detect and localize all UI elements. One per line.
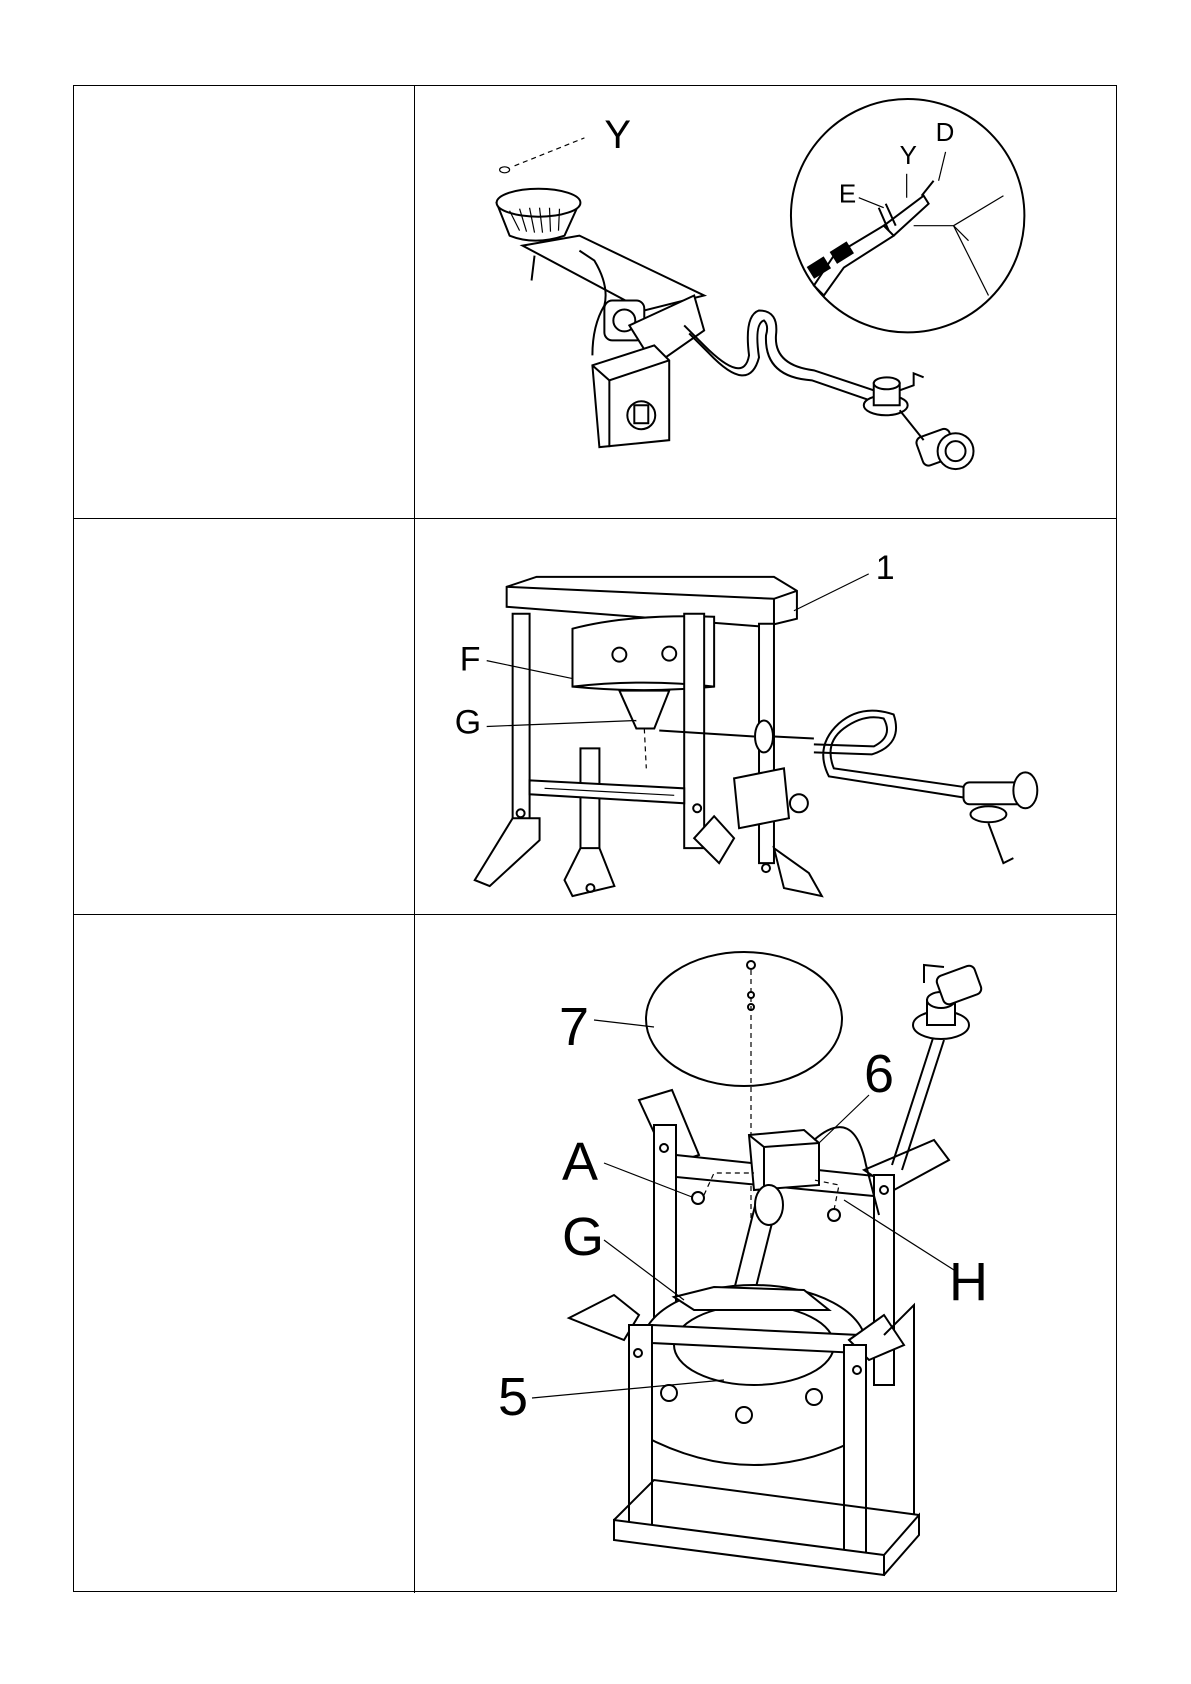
label-5: 5 — [498, 1367, 528, 1427]
assembly-table: Y — [73, 85, 1117, 1592]
label-g: G — [455, 703, 481, 741]
step-1-instructions-cell — [74, 86, 415, 518]
label-e: E — [839, 181, 856, 209]
step-1-illustration-cell: Y — [414, 86, 1116, 518]
label-y-detail: Y — [900, 142, 917, 170]
step-2-illustration-cell: 1 F G — [414, 519, 1116, 914]
step-3-instructions-cell — [74, 915, 415, 1593]
label-d: D — [936, 119, 955, 147]
step-2-instructions-cell — [74, 519, 415, 914]
label-a: A — [562, 1132, 598, 1192]
step-1-illustration: Y — [414, 86, 1116, 518]
step-row-2: 1 F G — [74, 519, 1116, 915]
label-g-step3: G — [562, 1207, 604, 1267]
step-3-illustration-cell: 7 6 A G H 5 — [414, 915, 1116, 1593]
label-f: F — [460, 641, 481, 679]
label-h: H — [949, 1252, 988, 1312]
step-3-illustration: 7 6 A G H 5 — [414, 915, 1116, 1593]
label-7: 7 — [559, 997, 589, 1057]
step-row-1: Y — [74, 86, 1116, 519]
step-row-3: 7 6 A G H 5 — [74, 915, 1116, 1593]
label-y-main: Y — [604, 113, 631, 157]
label-1: 1 — [876, 549, 895, 587]
step-2-illustration: 1 F G — [414, 519, 1116, 914]
